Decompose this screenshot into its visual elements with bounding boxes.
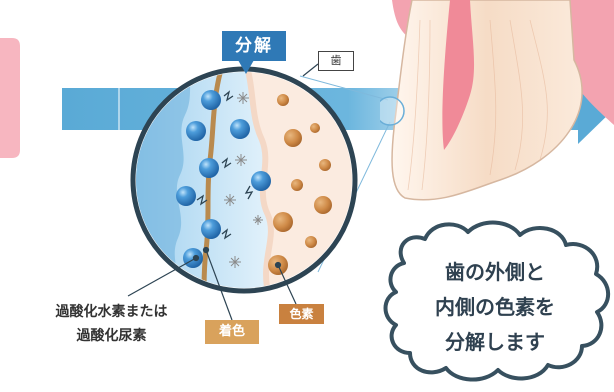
tooth-label: 歯 [318, 51, 354, 71]
stain-tag: 着色 [205, 320, 259, 344]
cloud-message-line2: 内側の色素を [435, 295, 555, 319]
tooth-crown [391, 0, 583, 201]
cloud-message-line3: 分解します [445, 330, 545, 354]
peroxide-label: 過酸化水素または 過酸化尿素 [14, 300, 209, 348]
cloud-bubble [383, 220, 611, 382]
reaction-zigzags [196, 90, 254, 240]
left-pink-card [0, 38, 20, 158]
pigment-tag: 色素 [279, 304, 324, 324]
decomposition-sparks [224, 92, 263, 268]
zoom-target-circle [380, 96, 405, 126]
tooth-pulp [442, 0, 475, 150]
cloud-message: 歯の外側と 内側の色素を 分解します [395, 255, 595, 360]
leader-lines [127, 63, 319, 321]
peroxide-label-line1: 過酸化水素または [55, 304, 168, 320]
decompose-tag-pointer [238, 60, 254, 74]
stain-line [200, 72, 225, 288]
cloud-message-line1: 歯の外側と [445, 260, 545, 284]
decompose-tag: 分解 [222, 31, 286, 61]
peroxide-label-line2: 過酸化尿素 [76, 328, 147, 344]
magnified-view [130, 66, 358, 294]
tooth-illustration [380, 0, 614, 201]
